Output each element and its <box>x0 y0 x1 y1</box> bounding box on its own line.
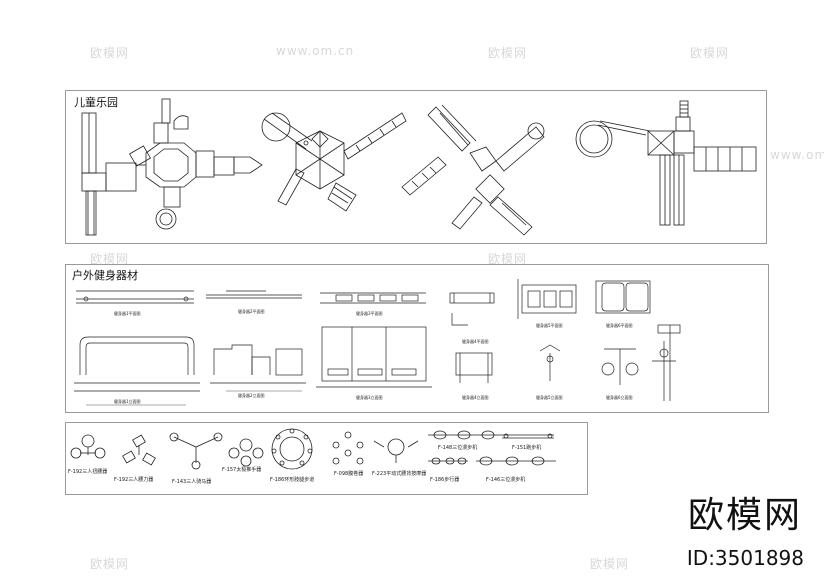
fitness-drawings: 健身器1平面图 健身器1立面图 健身器2平面图 健身器2立面图 健身器3平面图 … <box>74 279 681 406</box>
set2-plan-label: 健身器2平面图 <box>238 308 265 314</box>
playground-plan-3 <box>401 104 545 236</box>
equipment-icon <box>428 457 468 465</box>
equipment-icon <box>169 432 223 470</box>
equipment-label: F-098腹卷器 <box>334 470 363 477</box>
equipment-icon <box>373 438 419 463</box>
equipment-label: F-157太极推手器 <box>222 466 261 473</box>
watermark-url: www.om.cn <box>770 148 824 162</box>
equipment-label: F-223平动式腰背按摩器 <box>372 470 426 477</box>
equipment-label: F-192三人腰力器 <box>114 476 153 483</box>
equipment-label: F-186步行器 <box>430 476 459 483</box>
set6-plan-label: 健身器6平面图 <box>606 322 633 328</box>
equipment-label: F-148三位漫步机 <box>438 444 477 451</box>
set3-elev-label: 健身器3立面图 <box>356 394 383 400</box>
watermark: 欧模网 <box>590 557 630 571</box>
equipment-icon <box>70 434 106 459</box>
equipment-label: F-151跑步机 <box>512 444 541 451</box>
watermark: 欧模网 <box>488 46 528 60</box>
equipment-icon <box>332 431 364 465</box>
plan-labels: 健身器1平面图 健身器1立面图 健身器2平面图 健身器2立面图 健身器3平面图 … <box>114 308 633 404</box>
fitness-title: 户外健身器材 <box>72 269 138 282</box>
playground-panel: 儿童乐园 <box>65 90 767 244</box>
watermark: 欧模网 <box>90 46 130 60</box>
set6-elev-label: 健身器6立面图 <box>606 394 633 400</box>
equipment-icon <box>476 456 556 466</box>
playground-drawings <box>81 98 757 236</box>
equipment-icon <box>428 430 502 440</box>
equipment-icon <box>228 438 264 467</box>
playground-plan-4 <box>575 100 757 226</box>
equipment-icon <box>502 433 554 439</box>
set4-plan-label: 健身器4平面图 <box>462 338 489 344</box>
playground-plan-2 <box>261 112 407 212</box>
set5-plan-label: 健身器5平面图 <box>536 322 563 328</box>
equipment-panel: F-192三人扭腰器 F-192三人腰力器 F-143三人骑马器 F-157太极… <box>65 422 588 495</box>
set4-elev-label: 健身器4立面图 <box>462 394 489 400</box>
playground-plan-1 <box>81 98 263 236</box>
brand-id: ID:3501898 <box>686 546 804 570</box>
equipment-label: F-186环形肢腿步道 <box>270 476 314 483</box>
equipment-icon <box>271 428 313 470</box>
set1-plan-label: 健身器1平面图 <box>114 310 141 316</box>
playground-title: 儿童乐园 <box>74 96 118 109</box>
set5-elev-label: 健身器5立面图 <box>536 394 563 400</box>
equipment-label: F-146三位漫步机 <box>486 476 525 483</box>
watermark: 欧模网 <box>90 557 130 571</box>
equipment-label: F-143三人骑马器 <box>172 478 211 485</box>
fitness-panel: 户外健身器材 <box>65 264 769 413</box>
watermark: 欧模网 <box>90 252 130 266</box>
watermark-url: www.om.cn <box>276 44 355 58</box>
watermark: 欧模网 <box>690 46 730 60</box>
equipment-label: F-192三人扭腰器 <box>68 468 107 475</box>
brand-logo-text: 欧模网 <box>687 495 802 536</box>
set3-plan-label: 健身器3平面图 <box>356 310 383 316</box>
equipment-drawings: F-192三人扭腰器 F-192三人腰力器 F-143三人骑马器 F-157太极… <box>68 428 556 485</box>
set1-elev-label: 健身器1立面图 <box>114 398 141 404</box>
set2-elev-label: 健身器2立面图 <box>238 392 265 398</box>
equipment-icon <box>122 434 156 466</box>
watermark: 欧模网 <box>488 252 528 266</box>
